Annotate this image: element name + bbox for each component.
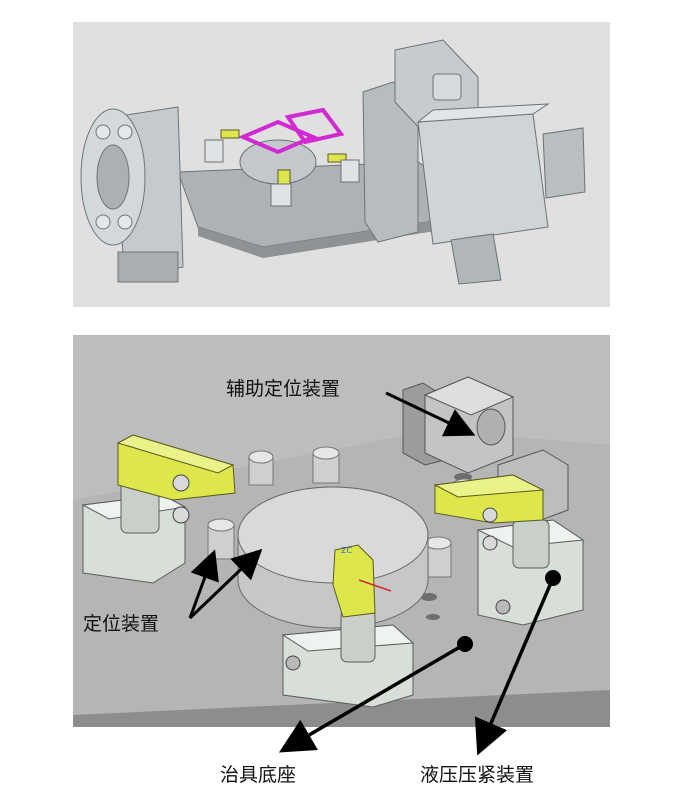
hydraulic-clamp-right (433, 474, 585, 626)
workpiece-frame (237, 119, 319, 155)
tailstock-hub (96, 144, 130, 210)
bolt-hole (117, 214, 133, 230)
plate-hole (421, 593, 437, 601)
headstock-plate (362, 81, 419, 243)
tailstock-foot (117, 251, 179, 283)
motor-port (432, 73, 462, 101)
gearbox-housing (417, 113, 549, 245)
bolt-hole (95, 124, 111, 140)
workpiece-arm (284, 107, 345, 145)
tilt-plate-edge (198, 212, 493, 258)
label-hydraulic-clamp: 液压压紧装置 (420, 764, 535, 786)
clamp-block (340, 159, 360, 183)
bolt-hole (117, 124, 133, 140)
clamp-arm (220, 129, 240, 139)
clamp-block (270, 183, 292, 207)
fixture-detail-view: ZC (73, 335, 610, 727)
gearbox-top (416, 103, 550, 123)
fixture-base-top (237, 486, 429, 584)
bolt-hole (95, 214, 111, 230)
gearbox-foot (450, 233, 502, 285)
label-fixture-base: 治具底座 (220, 764, 297, 786)
assembly-view (73, 22, 610, 307)
servo-motor (542, 127, 586, 199)
svg-text:ZC: ZC (341, 546, 352, 555)
plate-hole (426, 614, 440, 620)
clamp-arm (327, 153, 347, 163)
hydraulic-clamp-left (81, 434, 236, 584)
assembly-drawing (80, 39, 586, 285)
clamp-block (204, 139, 224, 163)
label-locator: 定位装置 (83, 613, 160, 635)
fixture-drawing: ZC (73, 376, 610, 727)
label-auxiliary-locator: 辅助定位装置 (226, 378, 341, 400)
